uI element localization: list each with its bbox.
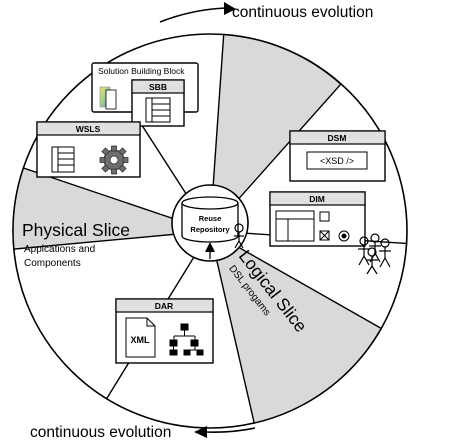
logical-slice-wedge [208, 229, 383, 424]
wsls-label: WSLS [76, 124, 101, 134]
physical-slice-subtitle-line2: Components [24, 258, 81, 269]
xml-label: XML [131, 335, 151, 345]
repository-cylinder [181, 196, 239, 243]
xsd-label: <XSD /> [320, 156, 354, 166]
sbb-doc-icon [105, 89, 117, 110]
xsd-field [306, 151, 368, 170]
top-evolution-arrow [159, 7, 226, 23]
bottom-arrow-head [194, 426, 207, 438]
tree-hierarchy-icon [169, 323, 204, 356]
dsm-box: DSM <XSD /> [289, 130, 386, 182]
physical-slice-title: Physical Slice [22, 220, 130, 240]
repository-user-icon [234, 223, 244, 249]
bottom-caption: continuous evolution [30, 424, 171, 440]
users-group-icon [358, 233, 391, 275]
center-label-line2: Repository [190, 225, 230, 234]
center-label-line1: Reuse [199, 214, 222, 223]
top-arrow-head [224, 2, 236, 15]
sbb-panel-title: Solution Building Block [98, 66, 185, 76]
dim-box: DIM [269, 191, 366, 247]
physical-slice-wedge [12, 167, 211, 250]
dim-form-icon [275, 210, 350, 242]
wsls-table-icon [51, 146, 75, 173]
sbb-box: SBB [131, 79, 185, 127]
dim-label: DIM [309, 194, 325, 204]
sbb-table-icon [145, 97, 171, 123]
top-grey-slice [209, 33, 342, 233]
gear-icon [99, 145, 129, 175]
physical-slice-subtitle-line1: Applcations and [24, 244, 95, 255]
wsls-box: WSLS [36, 121, 141, 178]
xml-file-icon [125, 317, 156, 358]
sbb-label: SBB [149, 82, 167, 92]
dar-box: DAR XML [115, 298, 214, 364]
dsm-label: DSM [328, 133, 347, 143]
top-caption: continuous evolution [232, 4, 373, 21]
dar-label: DAR [155, 301, 173, 311]
